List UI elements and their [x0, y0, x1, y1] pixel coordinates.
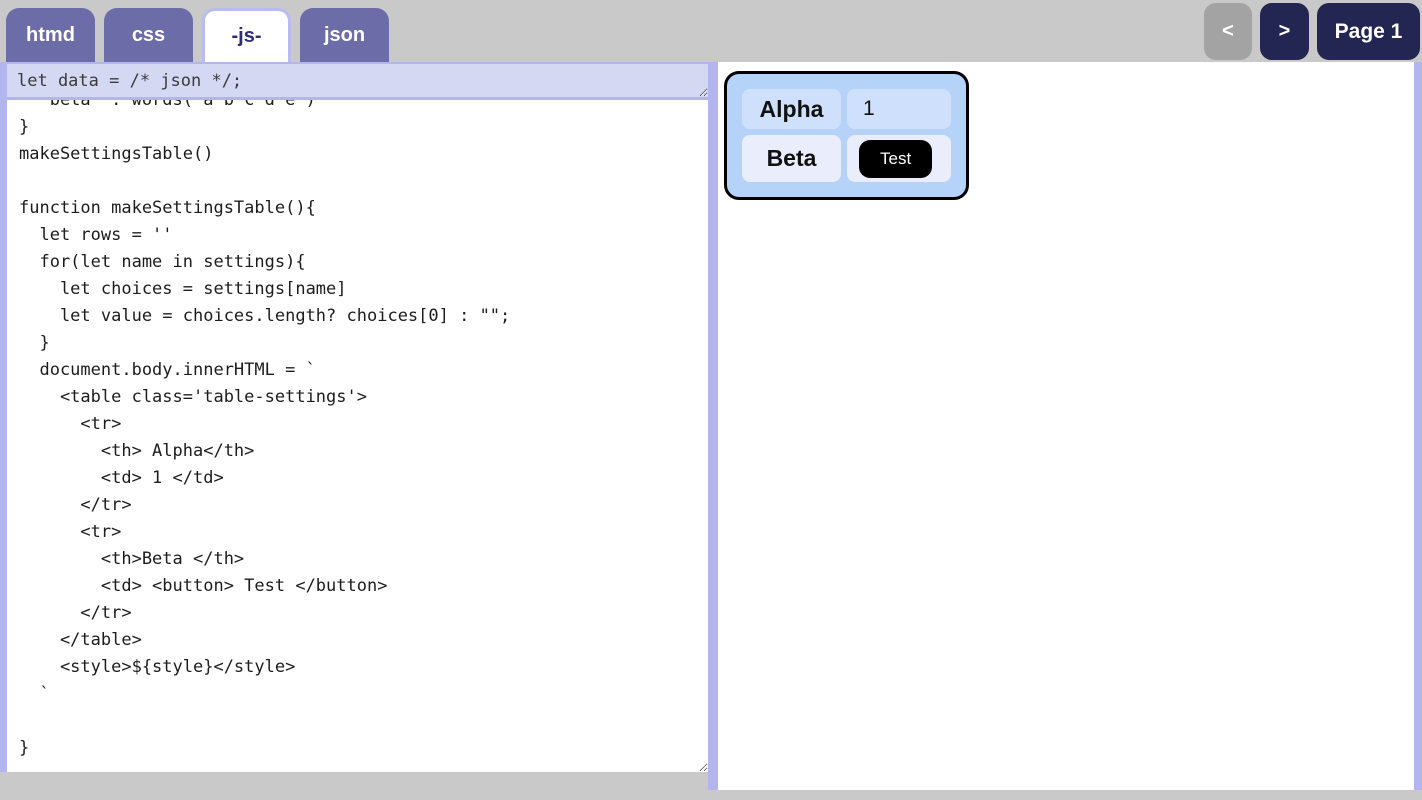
tab-json[interactable]: json	[300, 8, 389, 62]
code-editor: 'beta' : words('a b c d e') } makeSettin…	[7, 100, 708, 772]
editor-column: let data = /* json */; 'beta' : words('a…	[0, 62, 708, 790]
prev-page-button[interactable]: <	[1204, 3, 1252, 60]
settings-row-header: Alpha	[742, 89, 841, 129]
settings-table: Alpha 1 Beta Test	[724, 71, 969, 200]
settings-row-value: 1	[847, 89, 951, 129]
page-navigation: < > Page 1	[1204, 0, 1422, 62]
preview-pane: Alpha 1 Beta Test	[718, 62, 1414, 790]
settings-row-value: Test	[847, 135, 951, 182]
tab-htmd[interactable]: htmd	[6, 8, 95, 62]
test-button[interactable]: Test	[859, 139, 933, 178]
tab-js[interactable]: -js-	[202, 8, 291, 62]
editor-tabs: htmd css -js- json	[0, 0, 389, 62]
code-editor-textarea[interactable]: 'beta' : words('a b c d e') } makeSettin…	[7, 100, 708, 772]
main-area: let data = /* json */; 'beta' : words('a…	[0, 62, 1422, 790]
settings-row-header: Beta	[742, 135, 841, 182]
top-tab-bar: htmd css -js- json < > Page 1	[0, 0, 1422, 62]
data-declaration-textarea[interactable]: let data = /* json */;	[7, 64, 708, 97]
editor-bottom-filler	[0, 772, 708, 790]
data-declaration-editor: let data = /* json */;	[7, 64, 708, 97]
next-page-button[interactable]: >	[1260, 3, 1309, 60]
tab-css[interactable]: css	[104, 8, 193, 62]
page-indicator-button[interactable]: Page 1	[1317, 3, 1420, 60]
